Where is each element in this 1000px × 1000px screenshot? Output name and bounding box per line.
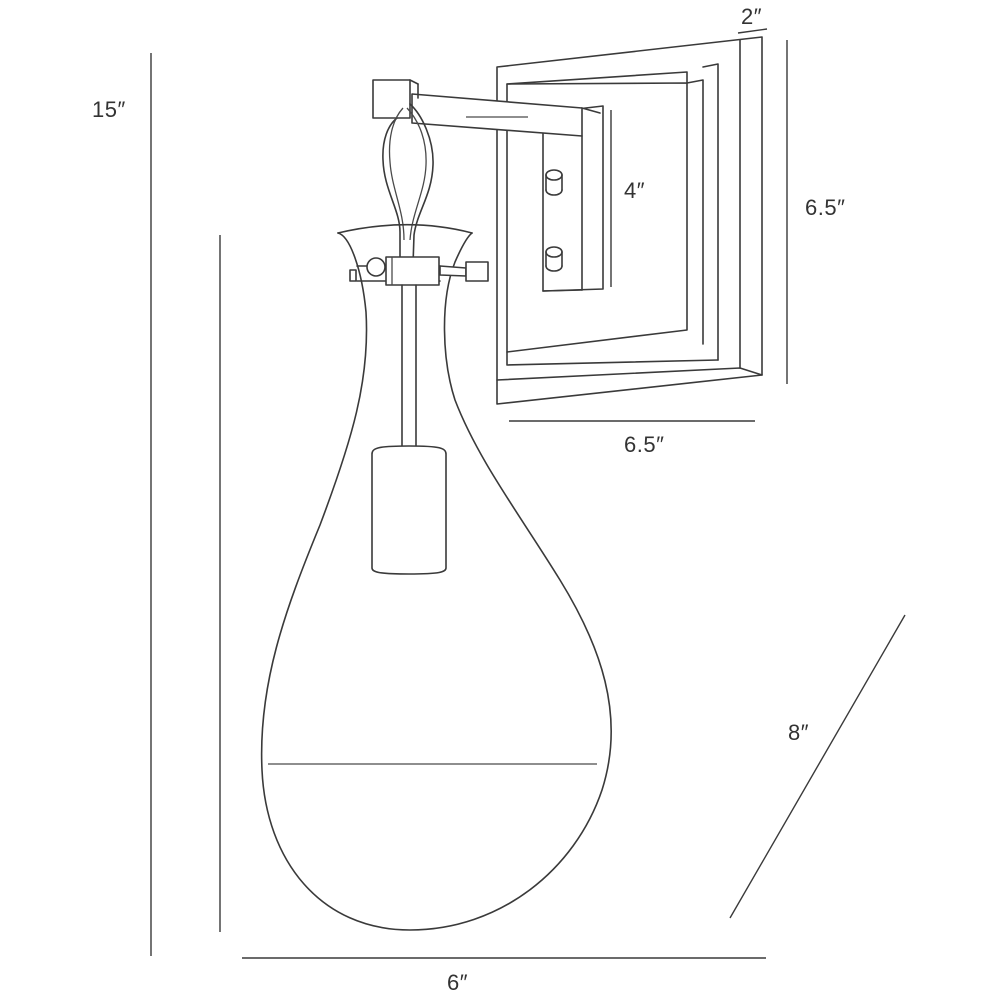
arm (372, 79, 601, 292)
backplate-height-label: 6.5″ (805, 195, 845, 220)
mount-spacing-label: 4″ (624, 178, 645, 203)
glass-shade (260, 223, 612, 931)
depth-line (737, 28, 768, 34)
overall-height-label: 15″ (92, 97, 126, 122)
dimension-lines (150, 28, 906, 959)
glass-width-label: 6″ (447, 970, 468, 995)
extension-line (729, 614, 906, 919)
backplate-width-label: 6.5″ (624, 432, 664, 457)
hanging-loop (382, 103, 434, 266)
backplate (496, 36, 763, 405)
backplate-depth-label: 2″ (741, 4, 762, 29)
socket (371, 284, 447, 575)
glass-collar (349, 256, 489, 286)
dimension-labels: 15″ 2″ 6.5″ 4″ 6.5″ 8″ 6″ (92, 4, 845, 995)
extension-label: 8″ (788, 720, 809, 745)
